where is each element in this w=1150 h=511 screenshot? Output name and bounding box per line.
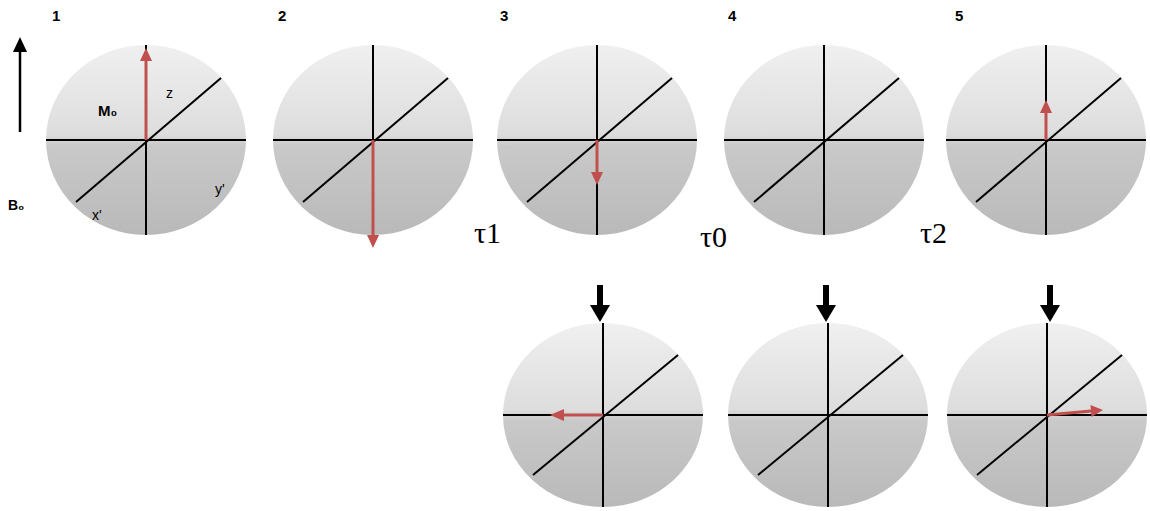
x-axis bbox=[758, 355, 903, 475]
sphere-panel: 3 bbox=[497, 6, 697, 235]
x-axis bbox=[533, 355, 678, 475]
magnetization-vector-head bbox=[550, 409, 564, 421]
magnetization-vector bbox=[1047, 411, 1091, 415]
field-arrow-head bbox=[13, 37, 27, 52]
magnetization-vector-head bbox=[367, 235, 379, 248]
sphere-outline bbox=[46, 6, 246, 235]
delay-label: τ1 bbox=[474, 216, 501, 249]
z-axis bbox=[372, 45, 374, 235]
sphere-panel: 4 bbox=[724, 6, 924, 235]
transition-arrow-head bbox=[590, 305, 610, 322]
sphere bbox=[503, 323, 703, 507]
z-axis bbox=[145, 45, 147, 235]
sphere bbox=[946, 45, 1146, 235]
magnetization-vector bbox=[596, 140, 599, 172]
panel-number: 5 bbox=[955, 8, 963, 25]
y-axis bbox=[503, 414, 703, 416]
field-label: B₀ bbox=[8, 198, 24, 213]
transition-arrow-head bbox=[1040, 305, 1060, 322]
delay-label: τ0 bbox=[700, 220, 727, 253]
sphere bbox=[728, 323, 928, 507]
panel-number: 4 bbox=[728, 8, 736, 25]
magnetization-vector bbox=[372, 140, 375, 235]
panel-number: 2 bbox=[278, 8, 286, 25]
z-axis bbox=[596, 45, 598, 235]
sphere bbox=[497, 45, 697, 235]
x-axis bbox=[303, 78, 448, 202]
magnetization-vector-head bbox=[140, 48, 152, 61]
x-axis bbox=[76, 78, 221, 202]
sphere-outline bbox=[946, 6, 1146, 235]
magnetization-vector-head bbox=[591, 172, 603, 185]
transition-arrow bbox=[1047, 285, 1053, 306]
x-axis bbox=[976, 78, 1121, 202]
transition-arrow bbox=[597, 285, 603, 306]
sphere-panel: 1 zM₀ y' x' bbox=[46, 6, 246, 235]
magnetization-vector bbox=[145, 61, 148, 140]
x-axis bbox=[754, 78, 899, 202]
sphere-panel: 5 bbox=[946, 6, 1146, 235]
sphere-outline bbox=[724, 6, 924, 235]
transition-arrow bbox=[823, 285, 829, 306]
panel-number: 3 bbox=[500, 8, 508, 25]
sphere bbox=[724, 45, 924, 235]
sphere-panel: 2 bbox=[273, 6, 473, 235]
axis-label: y' bbox=[215, 182, 225, 197]
sphere-outline bbox=[497, 6, 697, 235]
sphere bbox=[273, 45, 473, 235]
magnetization-vector-head bbox=[1040, 100, 1052, 113]
magnetization-vector bbox=[563, 414, 603, 417]
axis-label: z bbox=[166, 86, 173, 101]
sphere-outline bbox=[273, 6, 473, 235]
y-axis bbox=[724, 139, 924, 141]
delay-label: τ2 bbox=[920, 216, 947, 249]
field-arrow bbox=[19, 50, 22, 132]
panel-number: 1 bbox=[52, 8, 60, 25]
axis-label: x' bbox=[92, 208, 102, 223]
magnetization-vector-head bbox=[1091, 405, 1104, 417]
z-axis bbox=[1045, 45, 1047, 235]
sphere bbox=[947, 323, 1147, 507]
x-axis bbox=[527, 78, 672, 202]
vector-label: M₀ bbox=[98, 103, 117, 120]
magnetization-vector bbox=[1045, 113, 1048, 140]
x-axis bbox=[977, 355, 1122, 475]
sphere bbox=[46, 45, 246, 235]
y-axis bbox=[728, 414, 928, 416]
transition-arrow-head bbox=[816, 305, 836, 322]
